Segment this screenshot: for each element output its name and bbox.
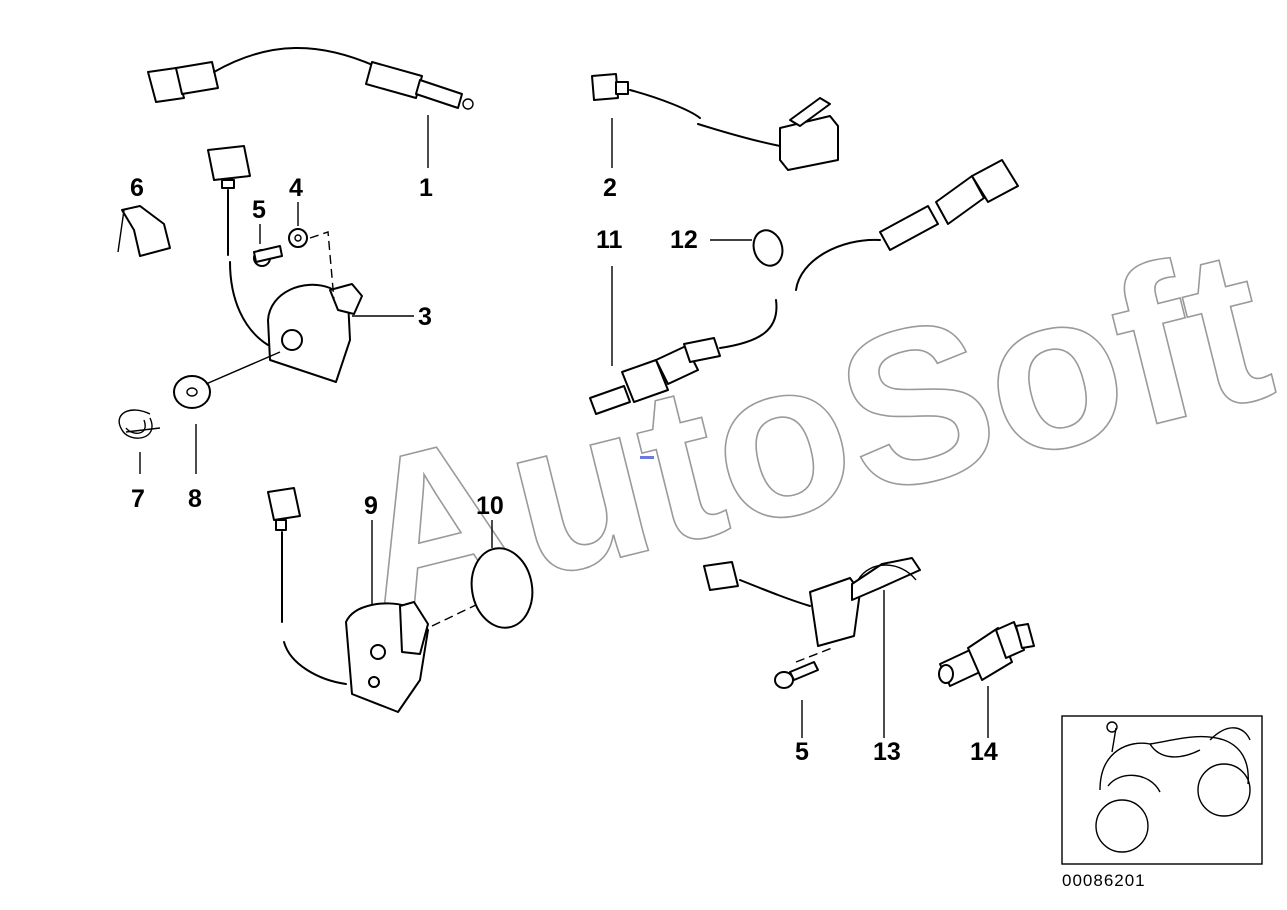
part-5-screw-lower <box>774 661 819 738</box>
callout-labels: 1 2 3 4 5 6 7 8 9 10 11 12 5 13 14 <box>130 174 998 766</box>
diagram-id: 00086201 <box>1062 871 1146 890</box>
part-3-sensor <box>207 145 414 383</box>
callout-1: 1 <box>419 174 433 202</box>
callout-9: 9 <box>364 492 378 520</box>
callout-5-upper: 5 <box>252 196 266 224</box>
part-7-ring <box>118 409 161 474</box>
callout-12: 12 <box>670 226 698 254</box>
blue-mark <box>640 456 654 459</box>
part-1-cable-switch <box>147 47 474 168</box>
callout-5-lower: 5 <box>795 738 809 766</box>
callout-3: 3 <box>418 303 432 331</box>
part-11-oxygen-sensor <box>589 159 1019 415</box>
callout-14: 14 <box>970 738 998 766</box>
part-2-micro-switch <box>591 73 839 171</box>
part-12-o-ring <box>710 229 784 267</box>
callout-11: 11 <box>596 226 623 254</box>
callout-2: 2 <box>603 174 617 202</box>
callout-7: 7 <box>131 485 145 513</box>
part-10-gasket <box>470 520 534 629</box>
part-14-pressure-switch <box>938 621 1035 738</box>
part-6-clip <box>117 205 171 257</box>
motorcycle-thumbnail <box>1061 715 1263 865</box>
callout-6: 6 <box>130 174 144 202</box>
callout-10: 10 <box>476 492 504 520</box>
callout-8: 8 <box>188 485 202 513</box>
part-9-sensor <box>267 487 479 713</box>
part-8-washer <box>173 351 281 474</box>
part-13-sensor-bracket <box>703 557 921 738</box>
callout-4: 4 <box>289 174 303 202</box>
callout-13: 13 <box>873 738 901 766</box>
